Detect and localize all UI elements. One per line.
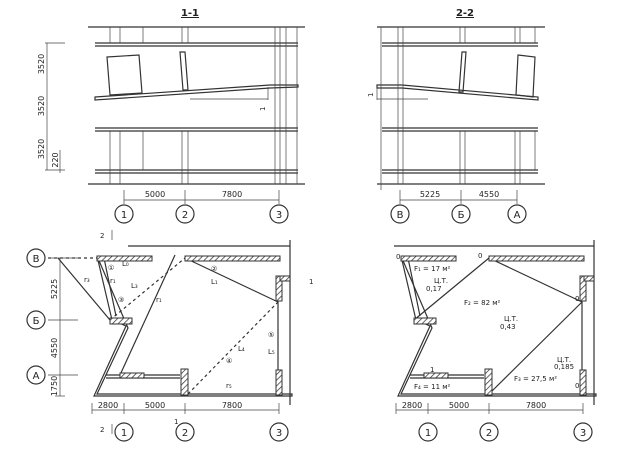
- drawing-label: В: [33, 254, 40, 265]
- slope-label: 1: [259, 107, 267, 111]
- section-2-2: 2-2 1 5225 4550 В Б А: [367, 8, 545, 224]
- col-dim: 7800: [222, 401, 242, 410]
- row-dim: 5225: [50, 279, 59, 299]
- col-dim: 7800: [526, 401, 546, 410]
- drawing-label: L₄: [238, 345, 245, 353]
- drawing-label: А: [514, 210, 521, 221]
- section-title: 2-2: [456, 8, 474, 19]
- plan-geometry: [48, 230, 293, 434]
- segment-3: ③: [118, 296, 124, 304]
- drawing-label: В: [397, 210, 404, 221]
- span-dim: 5225: [420, 190, 440, 199]
- drawing-label: L₅: [268, 348, 275, 356]
- col-dim: 2800: [98, 401, 118, 410]
- axis-marker-1: 1: [418, 422, 438, 442]
- drawing-label: 1: [425, 428, 431, 439]
- row-dim: 4550: [50, 338, 59, 358]
- section-1-1: 1-1 3520 3520 3520 220 1 5000 780: [37, 8, 305, 224]
- axis-marker-v: В: [390, 204, 410, 224]
- axis-marker-v: В: [26, 248, 46, 268]
- mark-label: 1: [430, 366, 434, 374]
- level-dim: 3520: [37, 54, 46, 74]
- area-f4: F₄ = 11 м²: [414, 383, 451, 391]
- span-dim: 5000: [145, 190, 165, 199]
- zero-mark: 0: [575, 382, 579, 390]
- centroid-mark: Ц.Т.: [557, 356, 571, 364]
- span-dim: 7800: [222, 190, 242, 199]
- slope-label: 1: [367, 93, 375, 97]
- axis-marker-2: 2: [175, 204, 195, 224]
- segment-4: ④: [226, 357, 232, 365]
- drawing-label: L₁: [211, 278, 218, 286]
- axis-marker-3: 3: [269, 204, 289, 224]
- segment-5: ⑤: [268, 331, 274, 339]
- drawing-label: 1: [121, 210, 127, 221]
- area-f1: F₁ = 17 м²: [414, 265, 451, 273]
- axis-marker-a: А: [26, 365, 46, 385]
- radius-label: r₃: [84, 276, 90, 284]
- span-dim: 4550: [479, 190, 499, 199]
- axis-marker-2: 2: [175, 422, 195, 442]
- drawing-label: L₀: [122, 260, 129, 268]
- axis-marker-2: 2: [479, 422, 499, 442]
- drawing-label: L₃: [131, 282, 138, 290]
- drawing-label: 1: [121, 428, 127, 439]
- axis-marker-b: Б: [451, 204, 471, 224]
- centroid-mark: Ц.Т.: [504, 315, 518, 323]
- centroid-mark: Ц.Т.: [434, 277, 448, 285]
- zero-mark: 0: [396, 253, 400, 261]
- drawing-label: Б: [458, 210, 465, 221]
- axis-marker-a: А: [507, 204, 527, 224]
- axis-marker-3: 3: [269, 422, 289, 442]
- radius-label: r₁: [110, 277, 116, 285]
- plan-1-labels: 5225 4550 1750 2800 5000 7800 В Б А 1 2 …: [26, 232, 313, 442]
- segment-1: ①: [108, 264, 114, 272]
- area-f2: F₂ = 82 м²: [464, 299, 501, 307]
- section-title: 1-1: [181, 8, 199, 19]
- level-dim: 3520: [37, 96, 46, 116]
- drawing-label: 0,17: [426, 285, 442, 293]
- col-dim: 5000: [449, 401, 469, 410]
- drawing-label: 2: [182, 210, 188, 221]
- drawing-label: 2: [486, 428, 492, 439]
- plan-2: F₁ = 17 м² F₂ = 82 м² F₃ = 27,5 м² F₄ = …: [394, 240, 597, 442]
- drawing-label: Б: [33, 316, 40, 327]
- segment-2: ②: [211, 265, 217, 273]
- col-dim: 2800: [402, 401, 422, 410]
- cut-mark: 1: [174, 418, 178, 426]
- axis-marker-3: 3: [573, 422, 593, 442]
- cut-mark: 1: [309, 278, 313, 286]
- drawing-label: 3: [580, 428, 586, 439]
- drawing-label: 0,185: [554, 363, 574, 371]
- axis-marker-b: Б: [26, 310, 46, 330]
- drawing-label: 2: [182, 428, 188, 439]
- zero-mark: 0: [575, 295, 579, 303]
- axis-marker-1: 1: [114, 204, 134, 224]
- level-dim: 3520: [37, 139, 46, 159]
- level-dim: 220: [51, 152, 60, 167]
- drawing-label: 0,43: [500, 323, 516, 331]
- area-f3: F₃ = 27,5 м²: [514, 375, 557, 383]
- radius-label: r₁: [156, 296, 162, 304]
- drawing-label: А: [33, 371, 40, 382]
- row-dim: 1750: [50, 376, 59, 396]
- cut-mark: 2: [100, 232, 104, 240]
- cut-mark: 2: [100, 426, 104, 434]
- drawing-label: 3: [276, 210, 282, 221]
- axis-marker-1: 1: [114, 422, 134, 442]
- col-dim: 5000: [145, 401, 165, 410]
- radius-label: r₅: [226, 382, 232, 390]
- zero-mark: 0: [478, 252, 482, 260]
- drawing-label: 3: [276, 428, 282, 439]
